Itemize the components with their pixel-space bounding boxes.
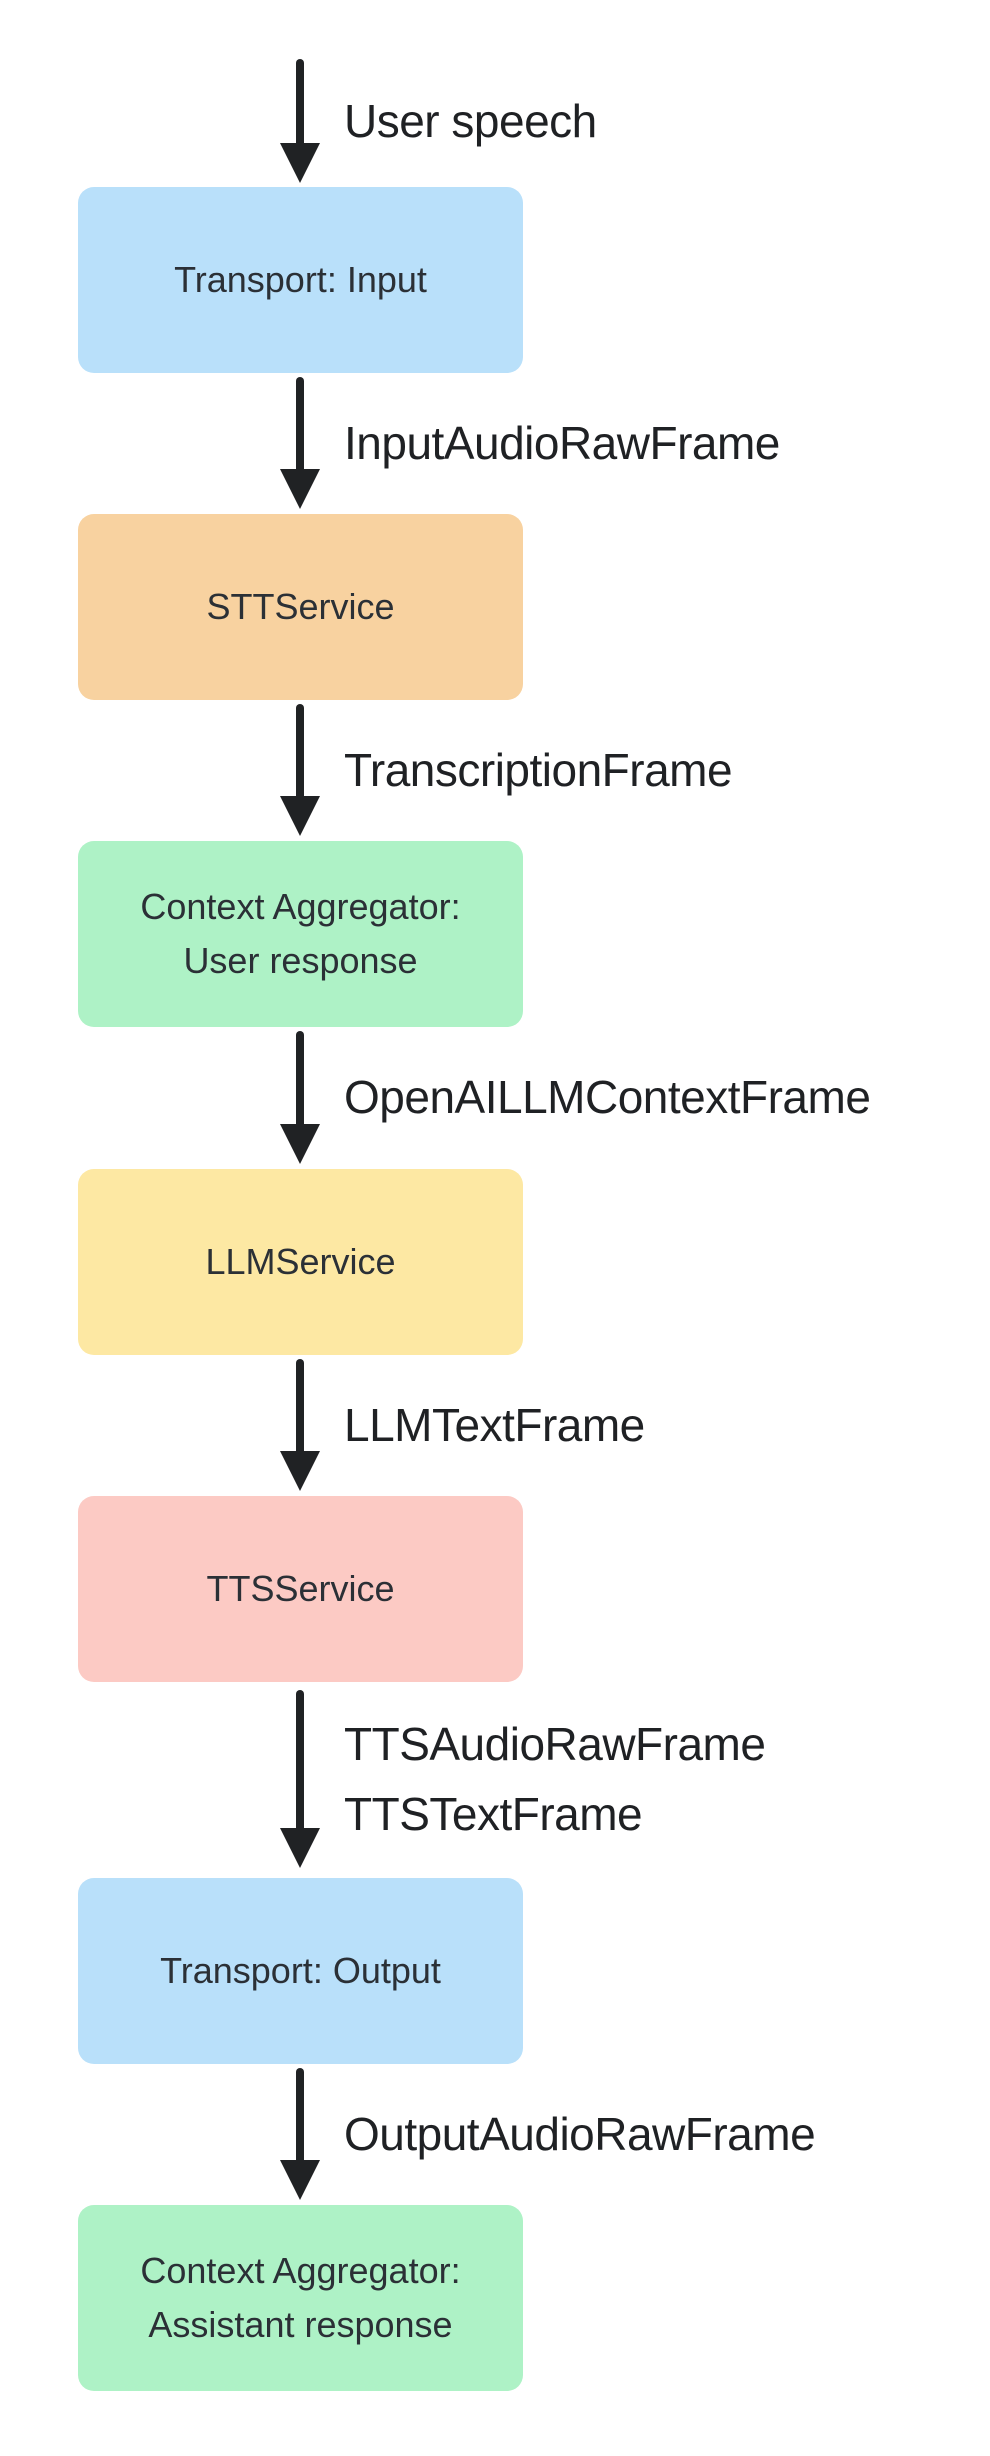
edge-label-output-audio-raw-frame: OutputAudioRawFrame bbox=[344, 2100, 816, 2170]
edge-label-line: InputAudioRawFrame bbox=[344, 416, 780, 469]
edge-output-audio-raw-frame: OutputAudioRawFrame bbox=[0, 2064, 990, 2205]
arrow-down-icon bbox=[280, 2068, 320, 2200]
node-label: Assistant response bbox=[148, 2304, 453, 2345]
arrow-down-icon bbox=[280, 1359, 320, 1491]
arrow-down-icon bbox=[280, 377, 320, 509]
edge-label-line: OpenAILLMContextFrame bbox=[344, 1071, 871, 1124]
edge-label-line: TranscriptionFrame bbox=[344, 743, 733, 796]
edge-transcription-frame: TranscriptionFrame bbox=[0, 700, 990, 841]
node-stt-service: STTService bbox=[78, 514, 523, 700]
edge-label-llm-text-frame: LLMTextFrame bbox=[344, 1391, 645, 1461]
edge-user-speech: User speech bbox=[0, 57, 990, 187]
edge-label-line: OutputAudioRawFrame bbox=[344, 2107, 816, 2160]
node-label: STTService bbox=[206, 586, 395, 627]
edge-label-line: LLMTextFrame bbox=[344, 1398, 645, 1451]
node-transport-input: Transport: Input bbox=[78, 187, 523, 373]
node-tts-service: TTSService bbox=[78, 1496, 523, 1682]
edge-label-line: TTSTextFrame bbox=[344, 1788, 643, 1840]
edge-label-tts-frames: TTSAudioRawFrame TTSTextFrame bbox=[344, 1710, 766, 1850]
edge-input-audio-raw-frame: InputAudioRawFrame bbox=[0, 373, 990, 514]
node-label: TTSService bbox=[206, 1568, 395, 1609]
node-llm-service: LLMService bbox=[78, 1169, 523, 1355]
node-label: Context Aggregator: bbox=[140, 2250, 461, 2291]
edge-label-line: TTSAudioRawFrame bbox=[344, 1718, 766, 1771]
edge-openai-llm-context-frame: OpenAILLMContextFrame bbox=[0, 1027, 990, 1169]
node-label: Transport: Output bbox=[160, 1950, 441, 1991]
edge-label-openai-llm-context-frame: OpenAILLMContextFrame bbox=[344, 1063, 871, 1133]
edge-label-user-speech: User speech bbox=[344, 87, 597, 157]
edge-label-line: User speech bbox=[344, 95, 597, 148]
arrow-down-icon bbox=[280, 59, 320, 183]
arrow-down-icon bbox=[280, 1031, 320, 1164]
edge-label-transcription-frame: TranscriptionFrame bbox=[344, 736, 733, 806]
node-label: LLMService bbox=[205, 1241, 396, 1282]
node-context-aggregator-assistant: Context Aggregator: Assistant response bbox=[78, 2205, 523, 2391]
edge-label-input-audio-raw-frame: InputAudioRawFrame bbox=[344, 409, 780, 479]
node-label: User response bbox=[183, 940, 418, 981]
edge-tts-audio-and-text-frame: TTSAudioRawFrame TTSTextFrame bbox=[0, 1682, 990, 1878]
node-label: Context Aggregator: bbox=[140, 886, 461, 927]
edge-llm-text-frame: LLMTextFrame bbox=[0, 1355, 990, 1496]
arrow-down-icon bbox=[280, 704, 320, 836]
node-context-aggregator-user: Context Aggregator: User response bbox=[78, 841, 523, 1027]
node-transport-output: Transport: Output bbox=[78, 1878, 523, 2064]
arrow-down-icon bbox=[280, 1690, 320, 1868]
node-label: Transport: Input bbox=[174, 259, 427, 300]
